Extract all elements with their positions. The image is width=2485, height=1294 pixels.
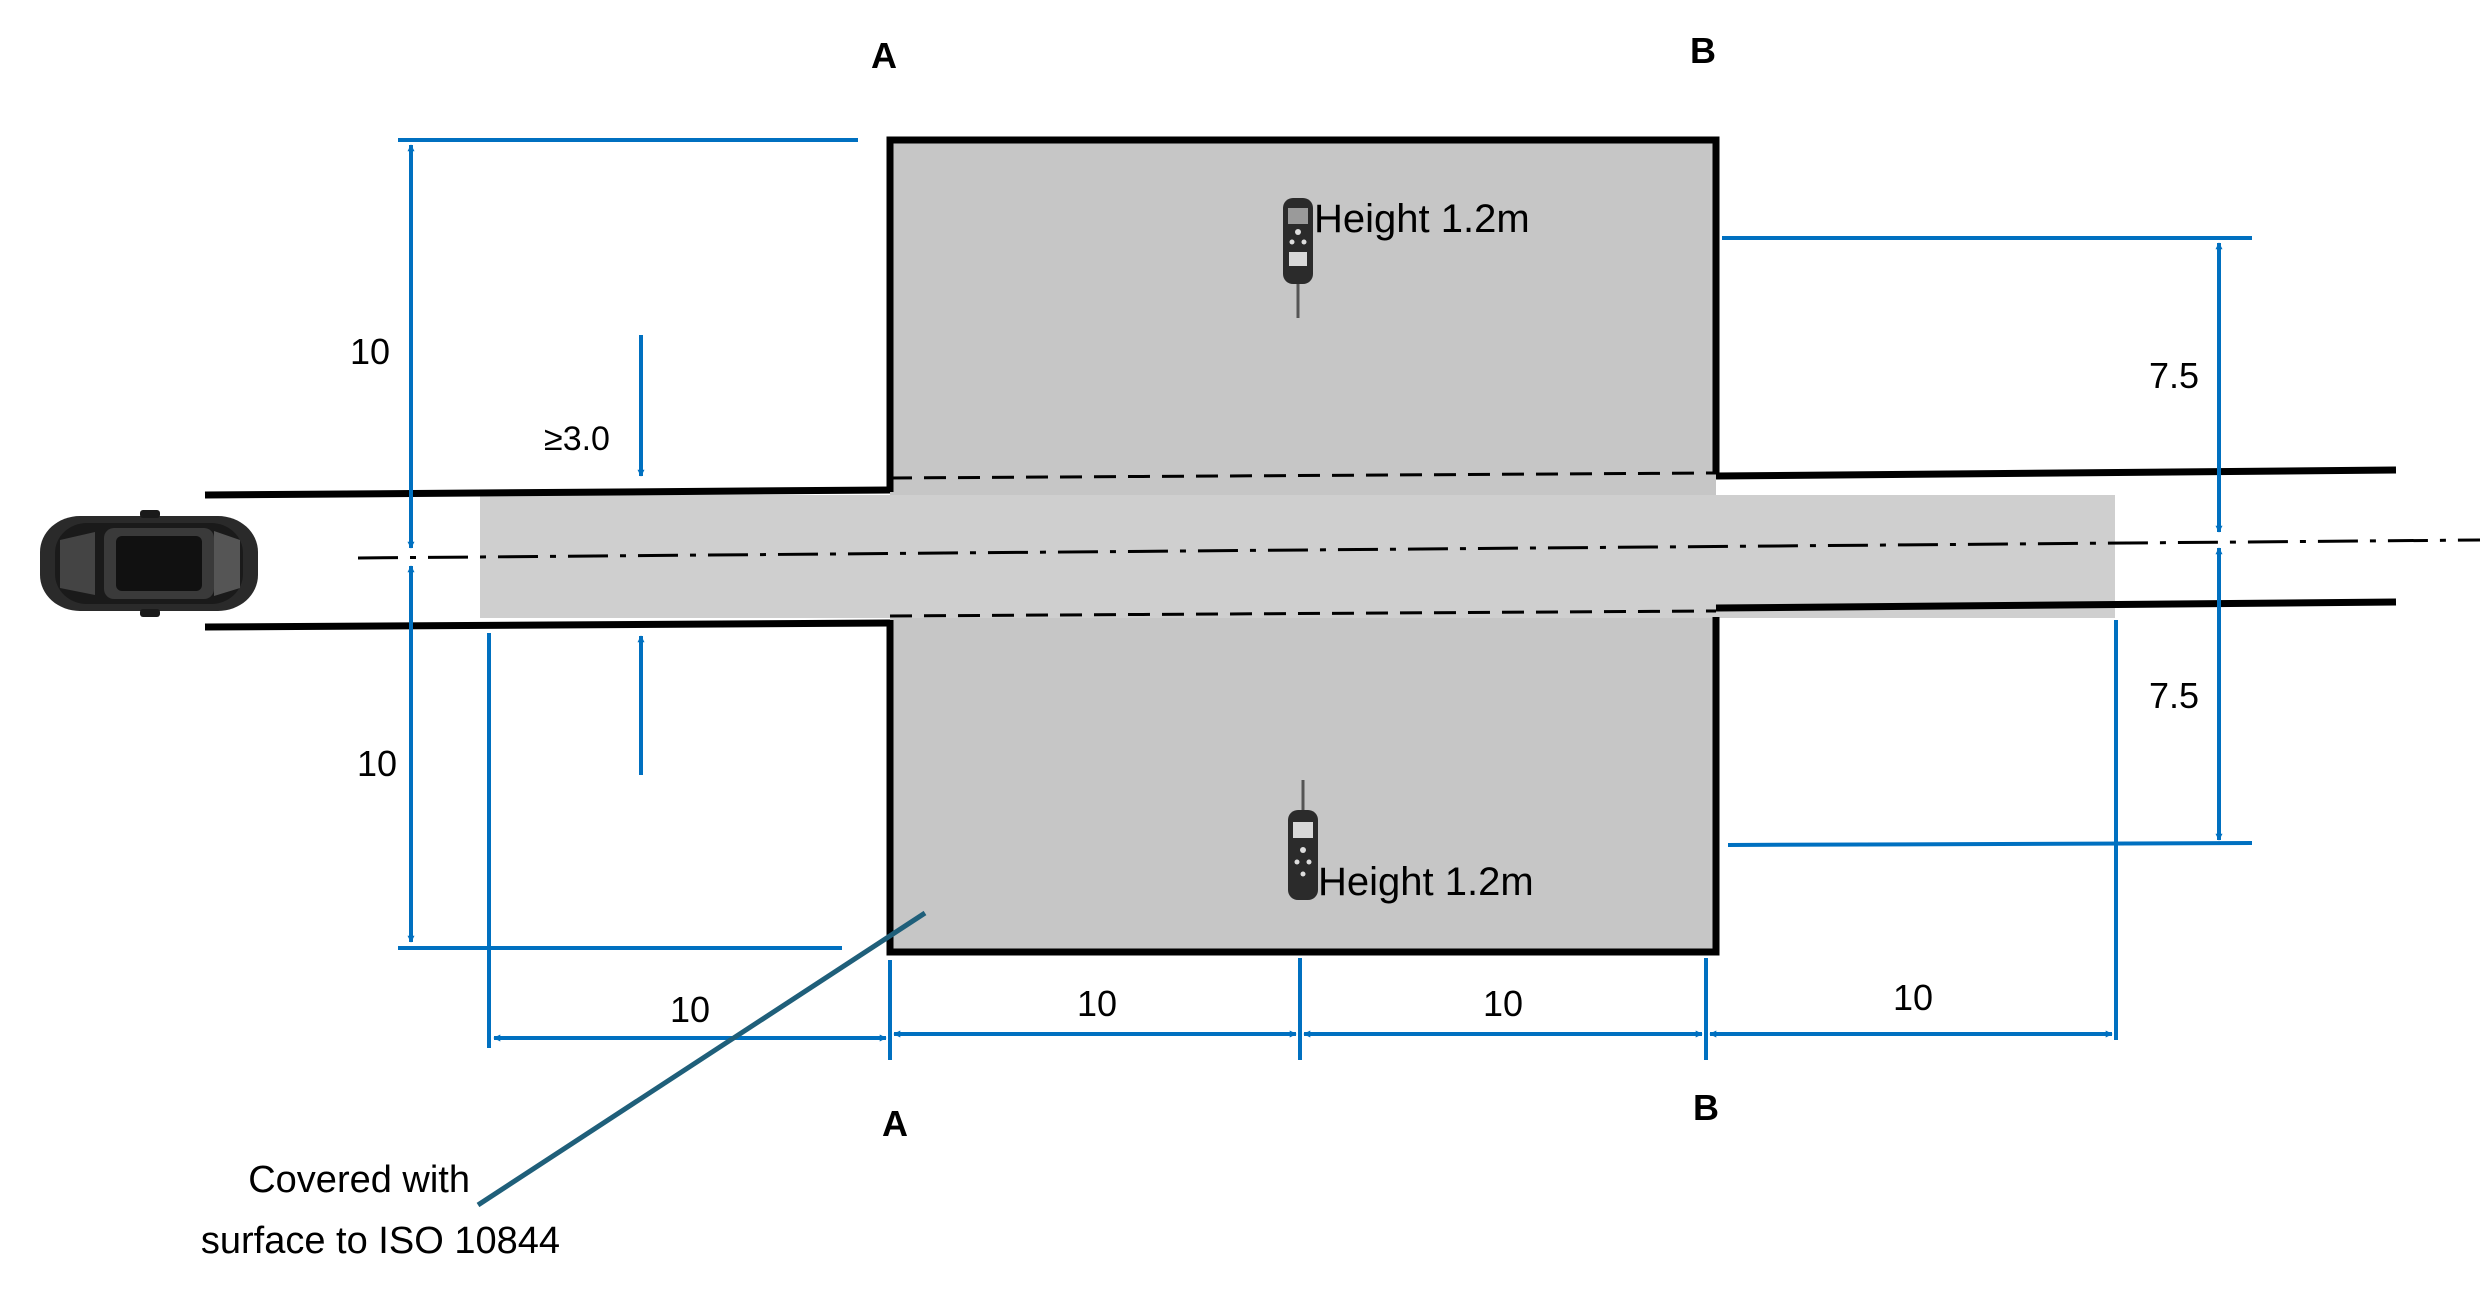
- surface-note-leader: [476, 910, 927, 1208]
- centerline: [357, 538, 2481, 560]
- surface-note-line2: surface to ISO 10844: [201, 1220, 560, 1262]
- sound-level-meter-icon-upper: [1283, 198, 1313, 318]
- dim-label-right-lower: 7.5: [2149, 675, 2199, 716]
- lane-edge-left-top: [204, 486, 891, 499]
- dim-label-bottom-3: 10: [1483, 983, 1523, 1024]
- square-outline-top: [886, 136, 1720, 492]
- lane-edge-right-bottom: [1715, 598, 2397, 612]
- square-outline-bottom: [886, 617, 1720, 956]
- dim-label-left-lower: 10: [357, 743, 397, 784]
- mic-height-label-upper: Height 1.2m: [1314, 197, 1530, 241]
- dashed-lane-line-top: [889, 471, 1717, 480]
- surface-note-line1: Covered with: [248, 1159, 470, 1201]
- section-label-a-top: A: [871, 35, 897, 76]
- mic-height-label-lower: Height 1.2m: [1318, 860, 1534, 904]
- lane-surface: [480, 495, 2115, 618]
- dimension-lines: [398, 138, 2253, 1060]
- car-icon: [40, 510, 258, 617]
- sound-level-meter-icon-lower: [1288, 780, 1318, 900]
- dim-label-lane-width: ≥3.0: [544, 420, 610, 458]
- dim-label-right-upper: 7.5: [2149, 355, 2199, 396]
- dim-label-bottom-4: 10: [1893, 977, 1933, 1018]
- dim-label-bottom-2: 10: [1077, 983, 1117, 1024]
- section-label-a-bottom: A: [882, 1103, 908, 1144]
- lane-edge-left-bottom: [204, 619, 891, 631]
- dashed-lane-line-bottom: [889, 609, 1717, 618]
- section-label-b-bottom: B: [1693, 1087, 1719, 1128]
- lane-edge-right-top: [1715, 466, 2397, 480]
- dim-label-bottom-1: 10: [670, 989, 710, 1030]
- dim-label-left-upper: 10: [350, 331, 390, 372]
- section-label-b-top: B: [1690, 30, 1716, 71]
